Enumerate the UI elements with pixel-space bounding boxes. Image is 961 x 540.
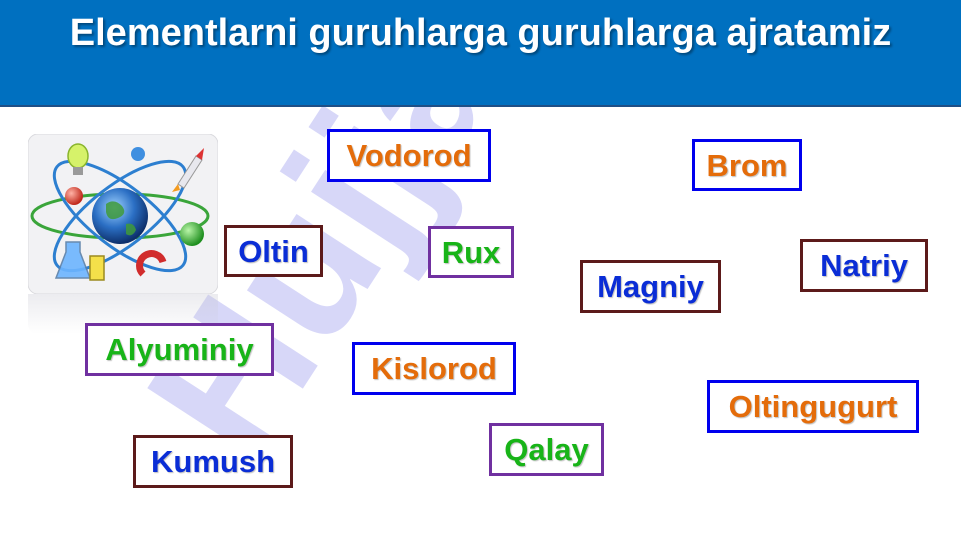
element-label: Natriy bbox=[820, 248, 908, 283]
element-box-oltin[interactable]: Oltin bbox=[224, 225, 323, 277]
element-box-vodorod[interactable]: Vodorod bbox=[327, 129, 491, 182]
element-label: Brom bbox=[706, 147, 788, 183]
page-title: Elementlarni guruhlarga guruhlarga ajrat… bbox=[69, 12, 892, 54]
element-label: Oltin bbox=[238, 233, 309, 269]
element-label: Alyuminiy bbox=[105, 332, 254, 367]
element-label: Magniy bbox=[597, 269, 704, 304]
element-box-rux[interactable]: Rux bbox=[428, 226, 514, 278]
title-banner: Elementlarni guruhlarga guruhlarga ajrat… bbox=[0, 0, 961, 107]
element-box-natriy[interactable]: Natriy bbox=[800, 239, 928, 292]
element-label: Kislorod bbox=[371, 351, 497, 386]
element-label: Rux bbox=[441, 234, 501, 270]
element-box-magniy[interactable]: Magniy bbox=[580, 260, 721, 313]
element-box-kislorod[interactable]: Kislorod bbox=[352, 342, 516, 395]
element-box-oltingugurt[interactable]: Oltingugurt bbox=[707, 380, 919, 433]
element-box-alyuminiy[interactable]: Alyuminiy bbox=[85, 323, 274, 376]
atom-science-illustration-icon bbox=[28, 134, 218, 294]
element-label: Kumush bbox=[151, 444, 275, 479]
element-box-kumush[interactable]: Kumush bbox=[133, 435, 293, 488]
element-label: Oltingugurt bbox=[728, 389, 898, 424]
element-box-qalay[interactable]: Qalay bbox=[489, 423, 604, 476]
element-label: Qalay bbox=[504, 432, 589, 467]
element-label: Vodorod bbox=[346, 138, 472, 173]
element-box-brom[interactable]: Brom bbox=[692, 139, 802, 191]
